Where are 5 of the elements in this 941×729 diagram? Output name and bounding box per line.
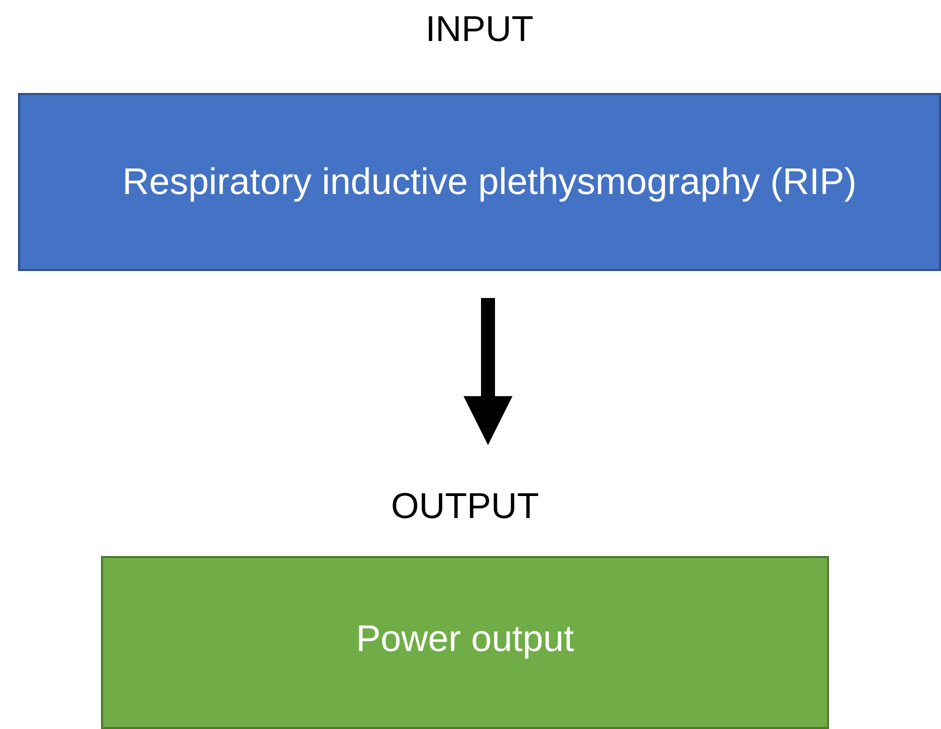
stage-heading: OUTPUT — [390, 485, 540, 527]
box-label: Respiratory inductive plethysmography (RIP) — [122, 161, 857, 203]
stage-heading: INPUT — [424, 8, 534, 50]
box-label: Power output — [356, 618, 574, 660]
arrow — [464, 298, 512, 446]
